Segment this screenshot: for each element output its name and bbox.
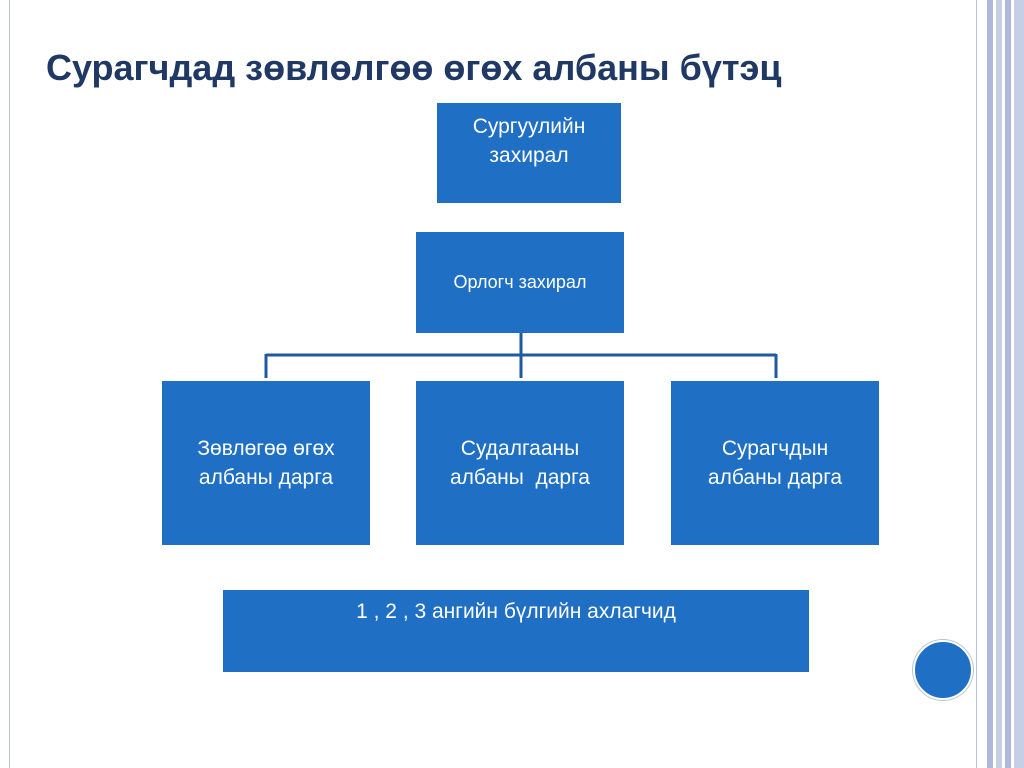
node-deputy: Орлогч захирал xyxy=(416,232,624,333)
node-class-leaders-label: 1 , 2 , 3 ангийн бүлгийн ахлагчид xyxy=(356,600,676,623)
node-principal: Сургуулийн захирал xyxy=(437,103,621,203)
node-research-head: Судалгааны албаны дарга xyxy=(416,381,624,545)
node-student-head: Сурагчдын албаны дарга xyxy=(671,381,879,545)
decorative-circle xyxy=(913,640,973,700)
slide-title: Сурагчдад зөвлөлгөө өгөх албаны бүтэц xyxy=(46,47,782,88)
slide-frame xyxy=(9,0,977,768)
decorative-side-stripes xyxy=(983,0,1024,768)
node-research-head-label: Судалгааны албаны дарга xyxy=(449,437,590,489)
node-principal-label: Сургуулийн захирал xyxy=(472,115,586,167)
node-student-head-label: Сурагчдын албаны дарга xyxy=(707,437,843,489)
node-counsel-head: Зөвлөгөө өгөх албаны дарга xyxy=(162,381,370,545)
node-deputy-label: Орлогч захирал xyxy=(453,272,587,292)
node-class-leaders: 1 , 2 , 3 ангийн бүлгийн ахлагчид xyxy=(223,590,809,672)
node-counsel-head-label: Зөвлөгөө өгөх албаны дарга xyxy=(197,437,335,489)
